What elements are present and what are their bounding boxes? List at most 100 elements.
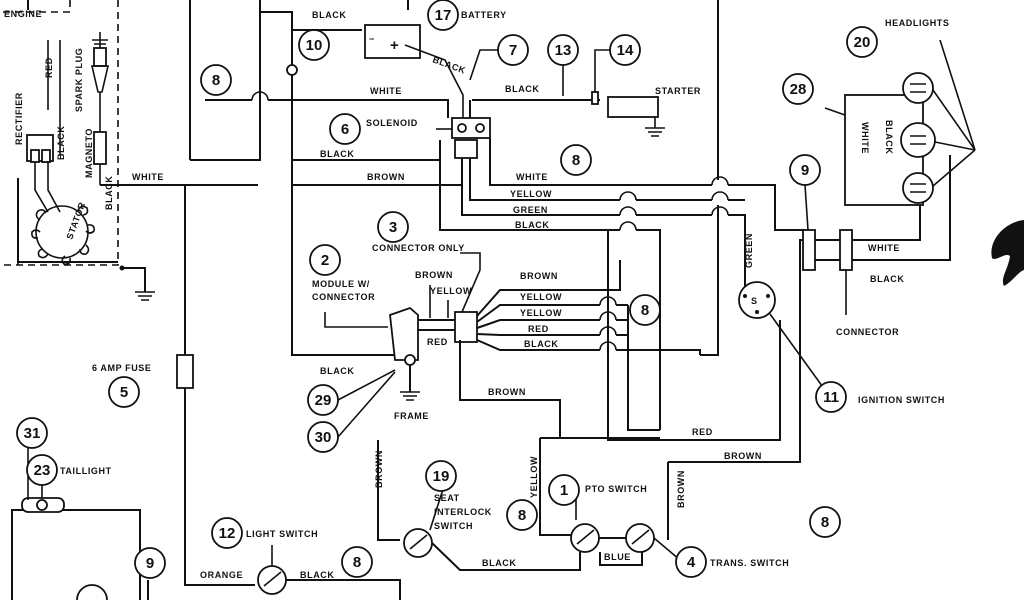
svg-text:6: 6 xyxy=(341,121,349,138)
black-wire xyxy=(431,542,581,571)
yellow-wire xyxy=(476,319,628,329)
svg-text:8: 8 xyxy=(641,302,649,319)
headlight-2 xyxy=(900,122,936,158)
wire xyxy=(184,388,255,586)
ink-blot xyxy=(991,220,1024,286)
red-label: RED xyxy=(692,427,713,437)
housing-leader xyxy=(824,107,846,116)
svg-text:10: 10 xyxy=(306,37,323,54)
callout-17: 17 xyxy=(427,0,459,31)
svg-text:8: 8 xyxy=(821,514,829,531)
callout-23: 23 xyxy=(26,454,58,486)
solenoid-label: SOLENOID xyxy=(366,118,418,128)
wire xyxy=(291,12,362,31)
light-switch-contact xyxy=(263,571,282,587)
callout-8: 8 xyxy=(200,64,232,96)
svg-text:1: 1 xyxy=(560,482,568,499)
callout-19: 19 xyxy=(425,460,457,492)
wire-crossover xyxy=(251,91,269,101)
white-label: WHITE xyxy=(860,122,870,154)
connector-only-leader xyxy=(460,252,481,313)
ground-wire xyxy=(122,267,146,292)
blue-wire xyxy=(599,537,643,566)
seat-label-3: SWITCH xyxy=(434,521,473,531)
black-label: BLACK xyxy=(884,120,894,155)
svg-text:8: 8 xyxy=(518,507,526,524)
black-wire xyxy=(292,140,441,161)
brown-wire xyxy=(377,440,400,541)
black-label: BLACK xyxy=(431,54,467,75)
headlight-1 xyxy=(902,72,934,104)
svg-text:3: 3 xyxy=(389,219,397,236)
pto-switch-label: PTO SWITCH xyxy=(585,484,647,494)
wire-crossover xyxy=(711,176,729,186)
svg-text:4: 4 xyxy=(687,554,696,571)
black-label: BLACK xyxy=(320,149,355,159)
green-wire xyxy=(461,185,746,300)
wire-crossover xyxy=(619,206,729,216)
svg-text:23: 23 xyxy=(34,462,51,479)
red-label: RED xyxy=(528,324,549,334)
callout-3: 3 xyxy=(377,211,409,243)
callout-9-leader xyxy=(804,184,809,231)
rectifier-label: RECTIFIER xyxy=(14,92,24,145)
black-label: BLACK xyxy=(312,10,347,20)
connector-right xyxy=(839,229,853,271)
pto-switch-contact xyxy=(576,529,595,545)
svg-text:9: 9 xyxy=(146,555,154,572)
black-label: BLACK xyxy=(320,366,355,376)
taillight-housing xyxy=(11,509,141,600)
ignition-leader xyxy=(769,313,826,391)
red-label: RED xyxy=(427,337,448,347)
ignition-pin xyxy=(743,294,747,298)
svg-text:31: 31 xyxy=(24,425,41,442)
callout-8: 8 xyxy=(506,499,538,531)
rectifier-stator-wires xyxy=(34,162,61,213)
black-label: BLACK xyxy=(505,84,540,94)
taillight-label: TAILLIGHT xyxy=(60,466,112,476)
fuse-label: 6 AMP FUSE xyxy=(92,363,152,373)
callout-20: 20 xyxy=(846,26,878,58)
yellow-label: YELLOW xyxy=(520,292,562,302)
white-label: WHITE xyxy=(868,243,900,253)
black-wire xyxy=(439,160,661,430)
callout-12: 12 xyxy=(211,517,243,549)
black-label: BLACK xyxy=(482,558,517,568)
black-label: BLACK xyxy=(56,126,66,161)
taillight-bulb xyxy=(36,499,48,511)
white-wire xyxy=(852,200,921,241)
brown-label: BROWN xyxy=(488,387,526,397)
brown-label: BROWN xyxy=(676,470,686,508)
blue-label: BLUE xyxy=(604,552,631,562)
trans-switch-leader xyxy=(653,537,681,561)
connector-only xyxy=(454,311,478,343)
wire xyxy=(799,239,803,270)
callout-partial xyxy=(76,584,108,600)
callout-8: 8 xyxy=(809,506,841,538)
yellow-label: YELLOW xyxy=(510,189,552,199)
ground-symbol xyxy=(135,291,155,301)
callout-31: 31 xyxy=(16,417,48,449)
spark-plug-label: SPARK PLUG xyxy=(74,48,84,112)
wire xyxy=(539,438,580,536)
svg-text:19: 19 xyxy=(433,468,450,485)
ignition-switch-label: IGNITION SWITCH xyxy=(858,395,945,405)
white-label: WHITE xyxy=(370,86,402,96)
callout-8: 8 xyxy=(341,546,373,578)
svg-text:29: 29 xyxy=(315,392,332,409)
stator xyxy=(31,205,95,265)
callout-29-30-leader xyxy=(337,369,396,438)
svg-text:8: 8 xyxy=(353,554,361,571)
wire xyxy=(17,178,118,263)
callout-11: 11 xyxy=(815,381,847,413)
svg-text:8: 8 xyxy=(572,152,580,169)
svg-text:9: 9 xyxy=(801,162,809,179)
red-wire xyxy=(476,333,628,336)
black-label: BLACK xyxy=(524,339,559,349)
solenoid-terminal xyxy=(475,123,485,133)
black-wire xyxy=(476,339,701,355)
callout-6: 6 xyxy=(329,113,361,145)
svg-text:20: 20 xyxy=(854,34,871,51)
connector-left xyxy=(802,229,816,271)
